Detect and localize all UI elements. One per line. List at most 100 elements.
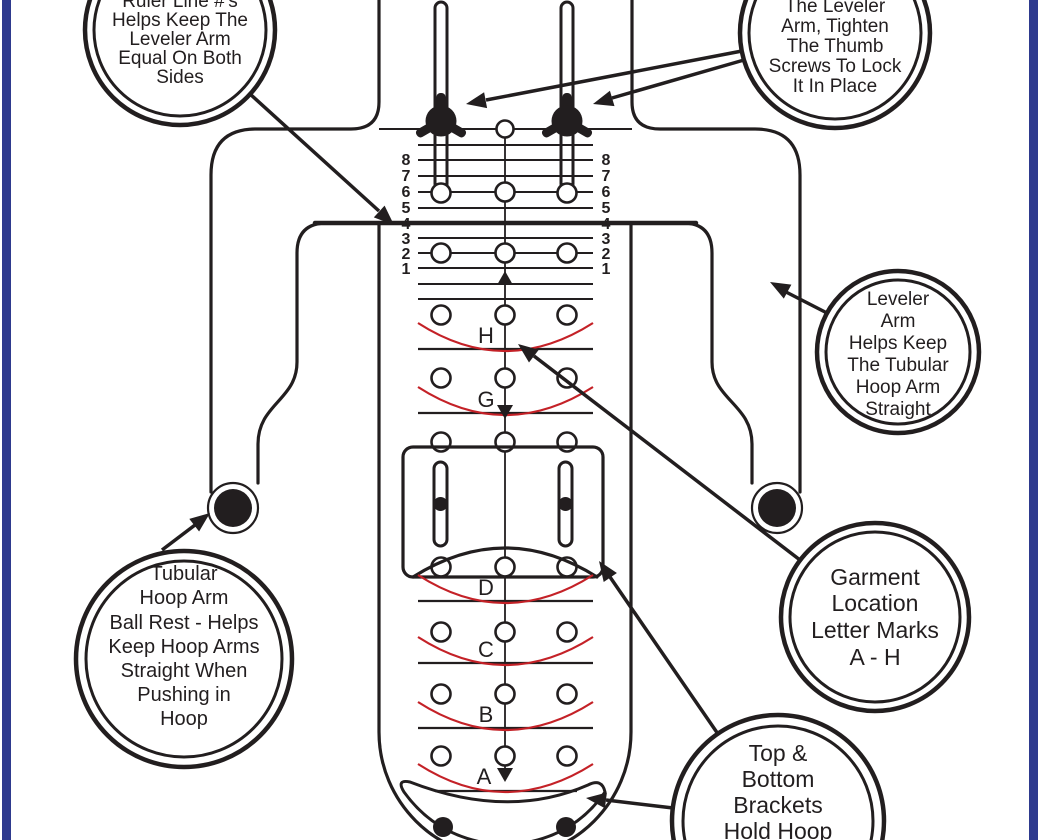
mounting-holes — [430, 119, 578, 767]
left-thumb-screw-icon — [415, 93, 467, 138]
garment-leader — [532, 354, 802, 562]
left-border — [2, 0, 11, 840]
garment-letter-H: H — [478, 323, 494, 348]
callout-text-line: Ruler Line #'s — [122, 0, 238, 12]
callout-text-line: Brackets — [733, 792, 822, 818]
red-arc-H — [417, 322, 594, 352]
hole — [430, 683, 452, 705]
bottom-bracket-right-screw — [556, 817, 576, 837]
callout-outer-circle — [73, 548, 295, 770]
callout-inner-circle — [681, 724, 875, 840]
ruler-number-right: 7 — [602, 168, 611, 185]
ruler-number-right: 1 — [602, 261, 611, 278]
callout-inner-circle — [747, 0, 923, 121]
hole — [430, 304, 452, 326]
red-arc-B — [417, 701, 594, 731]
hole — [494, 745, 516, 767]
callout-text-line: A - H — [849, 644, 900, 670]
ruler-leader-arrow-icon — [373, 205, 394, 225]
callout-outer-circle — [737, 0, 933, 131]
bottom-bracket-left-screw — [433, 817, 453, 837]
center-line-arrows — [497, 271, 513, 782]
hole — [556, 304, 578, 326]
callout-text-line: Arm — [881, 311, 916, 332]
garment-letter-B: B — [479, 702, 494, 727]
garment-letter-C: C — [478, 637, 494, 662]
hole — [430, 367, 452, 389]
right-border — [1029, 0, 1038, 840]
ruler-number-left: 4 — [402, 216, 411, 233]
callout-inner-circle — [92, 0, 268, 118]
callout-ruler-lines: Ruler Line #'s Helps Keep The Leveler Ar… — [82, 0, 278, 128]
callout-text-line: It In Place — [793, 76, 878, 97]
callout-text-line: Screws To Lock — [769, 56, 902, 77]
callout-ball-rest: Tubular Hoop Arm Ball Rest - Helps Keep … — [73, 548, 295, 770]
screws-leader-arrow-icon — [466, 92, 488, 109]
leveler-leader-arrow-icon — [770, 282, 792, 299]
hole — [556, 683, 578, 705]
callout-thumb-screws: The Leveler Arm, Tighten The Thumb Screw… — [737, 0, 933, 131]
ruler-number-left: 5 — [402, 200, 411, 217]
left-arm-inner — [256, 221, 340, 485]
callout-outer-circle — [778, 520, 972, 714]
hole — [430, 242, 452, 264]
garment-letter-A: A — [477, 764, 492, 789]
brackets-leader-arrow-icon — [599, 561, 617, 582]
callout-garment-location: Garment Location Letter Marks A - H — [778, 520, 972, 714]
callout-inner-circle — [788, 530, 962, 704]
callout-text-line: Arm, Tighten — [781, 16, 889, 37]
ruler-number-right: 3 — [602, 231, 611, 248]
hole — [494, 621, 516, 643]
brackets-leader-arrow-icon — [586, 792, 607, 809]
garment-letter-rows-lower: D C B — [417, 574, 594, 731]
brackets-leader-2 — [605, 798, 674, 810]
ruler-number-right: 5 — [602, 200, 611, 217]
down-arrow-icon — [497, 405, 513, 419]
callout-inner-circle — [824, 278, 972, 426]
hole — [494, 304, 516, 326]
callout-text-line: The Thumb — [787, 36, 884, 57]
garment-letter-D: D — [478, 575, 494, 600]
callout-text-line: Hoop — [160, 708, 208, 730]
hole — [494, 556, 516, 578]
callout-text-line: Letter Marks — [811, 617, 939, 643]
callout-text-line: Tubular — [150, 563, 217, 585]
screws-leader-1 — [485, 49, 743, 102]
ruler-number-right: 6 — [602, 184, 611, 201]
hole — [430, 745, 452, 767]
left-arm-outer — [209, 0, 381, 494]
callout-leveler-arm: Leveler Arm Helps Keep The Tubular Hoop … — [814, 268, 982, 436]
ruler-number-left: 3 — [402, 231, 411, 248]
leader-arrows — [160, 49, 828, 810]
ruler-number-left: 8 — [402, 152, 411, 169]
top-bracket — [401, 445, 605, 579]
right-arm-inner — [670, 221, 754, 485]
down-arrow-icon — [497, 768, 513, 782]
ruler-leader — [248, 92, 381, 213]
up-arrow-icon — [497, 271, 513, 285]
callout-text-line: Bottom — [742, 766, 815, 792]
hole — [556, 431, 578, 453]
left-ball-rest — [214, 489, 252, 527]
hole — [430, 621, 452, 643]
callout-text-line: Pushing in — [137, 684, 230, 706]
callout-text-line: The Leveler — [785, 0, 886, 17]
callout-text-line: Helps Keep The — [112, 10, 248, 31]
garment-letter-row-A: A — [417, 763, 594, 793]
callout-text-line: Keep Hoop Arms — [108, 636, 259, 658]
callout-text-line: Helps Keep — [849, 333, 947, 354]
callout-inner-circle — [84, 559, 284, 759]
hole — [556, 182, 578, 204]
screws-leader-arrow-icon — [593, 90, 615, 107]
right-ball-rest — [758, 489, 796, 527]
ruler-number-left: 7 — [402, 168, 411, 185]
callout-text-line: Top & — [749, 740, 808, 766]
hole — [495, 119, 515, 139]
callout-text-line: Straight When — [121, 660, 248, 682]
callout-text-line: Ball Rest - Helps — [110, 612, 259, 634]
garment-letter-G: G — [477, 387, 494, 412]
tubular-hoop-arms — [206, 0, 804, 535]
callout-text-line: Garment — [830, 564, 920, 590]
